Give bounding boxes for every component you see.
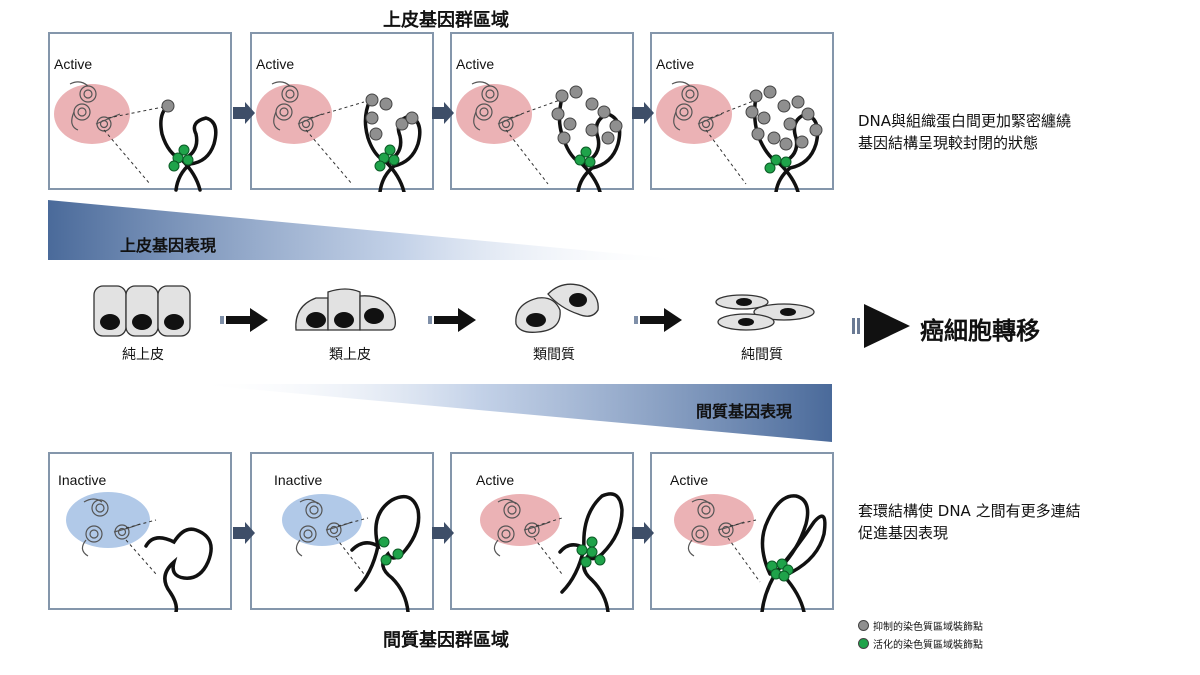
legend-label: 活化的染色質區域裝飾點 [873, 640, 983, 651]
cell-stage-label: 純間質 [741, 347, 783, 363]
top-description: DNA與組織蛋白間更加緊密纏繞 基因結構呈現較封閉的狀態 [858, 110, 1158, 154]
cell-stage-epithelial-like [295, 288, 396, 331]
chromatin-illustration [66, 492, 213, 612]
arrow-right-icon [233, 522, 255, 544]
bottom-region-title: 間質基因群區域 [383, 630, 509, 651]
panel-state-label: Active [256, 56, 295, 72]
arrow-right-icon [220, 308, 268, 332]
bottom-panel-3: Active [450, 452, 634, 612]
legend-repressive: 抑制的染色質區域裝飾點 [858, 618, 983, 633]
description-line: 套環結構使 DNA 之間有更多連結 [858, 502, 1081, 520]
chromatin-illustration [674, 494, 827, 612]
arrow-right-icon [632, 522, 654, 544]
cell-stage-mesenchymal [715, 294, 815, 331]
top-panel-1: Active [48, 32, 232, 192]
repressive-mark-icon [858, 620, 869, 631]
cell-stage-label: 類間質 [533, 347, 575, 363]
metastasis-arrow-icon [852, 304, 910, 348]
panel-state-label: Active [476, 472, 515, 488]
panel-state-label: Inactive [274, 472, 323, 488]
mesenchymal-expression-label: 間質基因表現 [696, 402, 793, 421]
arrow-right-icon [432, 522, 454, 544]
metastasis-label: 癌細胞轉移 [920, 317, 1040, 345]
panel-state-label: Active [456, 56, 495, 72]
epithelial-expression-wedge [48, 200, 688, 260]
cell-stage-mesenchymal-like [515, 283, 599, 333]
arrow-right-icon [432, 102, 454, 124]
chromatin-illustration [256, 81, 422, 192]
top-panel-3: Active [450, 32, 634, 192]
cell-stage-label: 純上皮 [122, 347, 164, 363]
top-panel-4: Active [650, 32, 834, 192]
cell-stage-label: 類上皮 [329, 347, 371, 363]
top-region-title: 上皮基因群區域 [383, 10, 509, 31]
arrow-right-icon [428, 308, 476, 332]
active-mark-icon [858, 638, 869, 649]
cell-stage-epithelial [93, 285, 191, 337]
bottom-panel-1: Inactive [48, 452, 232, 612]
chromatin-illustration [54, 81, 218, 192]
legend-active: 活化的染色質區域裝飾點 [858, 636, 983, 651]
chromatin-illustration [656, 81, 823, 192]
panel-state-label: Active [656, 56, 695, 72]
panel-state-label: Active [670, 472, 709, 488]
description-line: 基因結構呈現較封閉的狀態 [858, 134, 1039, 152]
panel-state-label: Active [54, 56, 93, 72]
chromatin-illustration [456, 81, 623, 192]
mesenchymal-expression-wedge [192, 384, 832, 442]
chromatin-illustration [480, 492, 624, 612]
top-panel-2: Active [250, 32, 434, 192]
description-line: 促進基因表現 [858, 524, 949, 542]
arrow-right-icon [233, 102, 255, 124]
bottom-panel-2: Inactive [250, 452, 434, 612]
bottom-description: 套環結構使 DNA 之間有更多連結 促進基因表現 [858, 500, 1158, 544]
epithelial-expression-label: 上皮基因表現 [120, 236, 217, 255]
arrow-right-icon [634, 308, 682, 332]
description-line: DNA與組織蛋白間更加緊密纏繞 [858, 112, 1072, 130]
panel-state-label: Inactive [58, 472, 107, 488]
bottom-panel-4: Active [650, 452, 834, 612]
arrow-right-icon [632, 102, 654, 124]
chromatin-illustration [282, 494, 421, 612]
legend-label: 抑制的染色質區域裝飾點 [873, 622, 983, 633]
